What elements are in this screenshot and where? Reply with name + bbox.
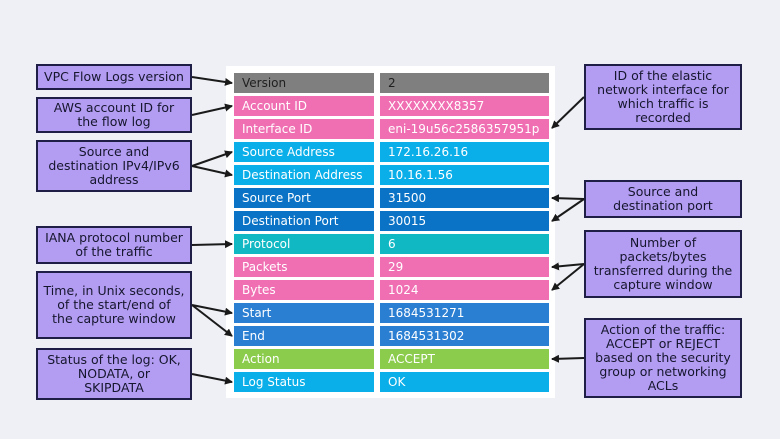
- field-name: Source Port: [234, 188, 374, 208]
- callout-ports: Source and destination port: [584, 180, 742, 218]
- callout-version: VPC Flow Logs version: [36, 64, 192, 90]
- field-value: XXXXXXXX8357: [380, 96, 549, 116]
- field-value: eni-19u56c2586357951p: [380, 119, 549, 139]
- arrow-protocol: [191, 240, 233, 249]
- callout-time: Time, in Unix seconds, of the start/end …: [36, 271, 192, 339]
- callout-log-status: Status of the log: OK, NODATA, or SKIPDA…: [36, 348, 192, 400]
- record-row-bytes: Bytes 1024: [234, 280, 549, 300]
- record-row-source-address: Source Address 172.16.26.16: [234, 142, 549, 162]
- callout-addresses: Source and destination IPv4/IPv6 address: [36, 140, 192, 192]
- field-name: Account ID: [234, 96, 374, 116]
- arrow-account-id: [191, 103, 233, 116]
- record-row-action: Action ACCEPT: [234, 349, 549, 369]
- record-row-account-id: Account ID XXXXXXXX8357: [234, 96, 549, 116]
- field-name: Destination Address: [234, 165, 374, 185]
- arrow-source-port: [551, 194, 585, 203]
- callout-protocol: IANA protocol number of the traffic: [36, 226, 192, 264]
- field-value: 6: [380, 234, 549, 254]
- field-value: OK: [380, 372, 549, 392]
- arrow-packets: [551, 262, 585, 271]
- arrow-start: [191, 304, 233, 316]
- record-row-source-port: Source Port 31500: [234, 188, 549, 208]
- record-row-version: Version 2: [234, 73, 549, 93]
- record-row-destination-address: Destination Address 10.16.1.56: [234, 165, 549, 185]
- field-name: Destination Port: [234, 211, 374, 231]
- field-value: ACCEPT: [380, 349, 549, 369]
- callout-packets-bytes: Number of packets/bytes transferred duri…: [584, 230, 742, 298]
- field-name: Source Address: [234, 142, 374, 162]
- arrow-version: [191, 76, 233, 86]
- callout-account-id: AWS account ID for the flow log: [36, 97, 192, 133]
- field-value: 29: [380, 257, 549, 277]
- field-value: 10.16.1.56: [380, 165, 549, 185]
- arrow-interface-id: [551, 96, 585, 129]
- field-value: 31500: [380, 188, 549, 208]
- record-row-start: Start 1684531271: [234, 303, 549, 323]
- field-name: End: [234, 326, 374, 346]
- arrow-destination-address: [191, 165, 233, 178]
- arrow-bytes: [551, 263, 585, 291]
- field-value: 1024: [380, 280, 549, 300]
- field-name: Version: [234, 73, 374, 93]
- arrow-log-status: [191, 373, 233, 385]
- callout-interface-id: ID of the elastic network interface for …: [584, 64, 742, 130]
- field-value: 1684531271: [380, 303, 549, 323]
- field-name: Start: [234, 303, 374, 323]
- field-name: Log Status: [234, 372, 374, 392]
- field-name: Protocol: [234, 234, 374, 254]
- record-row-log-status: Log Status OK: [234, 372, 549, 392]
- field-value: 2: [380, 73, 549, 93]
- record-row-packets: Packets 29: [234, 257, 549, 277]
- record-row-interface-id: Interface ID eni-19u56c2586357951p: [234, 119, 549, 139]
- field-name: Action: [234, 349, 374, 369]
- callout-action: Action of the traffic: ACCEPT or REJECT …: [584, 318, 742, 398]
- field-value: 172.16.26.16: [380, 142, 549, 162]
- record-row-destination-port: Destination Port 30015: [234, 211, 549, 231]
- field-value: 30015: [380, 211, 549, 231]
- field-value: 1684531302: [380, 326, 549, 346]
- field-name: Packets: [234, 257, 374, 277]
- field-name: Bytes: [234, 280, 374, 300]
- arrow-destination-port: [551, 198, 585, 222]
- record-row-protocol: Protocol 6: [234, 234, 549, 254]
- field-name: Interface ID: [234, 119, 374, 139]
- arrow-end: [191, 304, 233, 337]
- arrow-action: [551, 354, 585, 363]
- arrow-source-address: [191, 150, 233, 167]
- record-row-end: End 1684531302: [234, 326, 549, 346]
